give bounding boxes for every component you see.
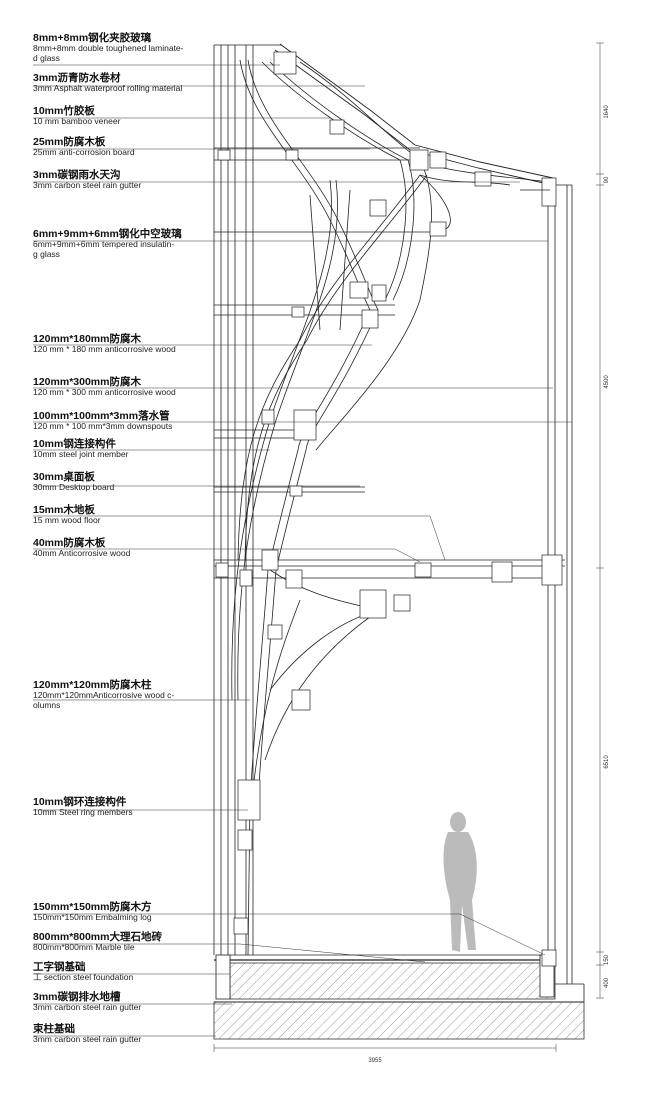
dim-4500: 4500 [604,375,610,389]
dim-90: 90 [604,176,610,183]
label-english: 3mm carbon steel rain gutter [33,180,142,190]
gutter-detail [520,177,557,207]
label-english: 150mm*150mm Embalming log [33,912,152,922]
ground-foundation [213,954,585,1040]
steel-joint-plates [215,51,563,967]
roof-glass [274,43,554,205]
label-english: 120 mm * 100 mm*3mm downspouts [33,421,173,431]
label-english: 8mm+8mm double toughened laminate- d gla… [33,43,184,63]
label-english: 10 mm bamboo veneer [33,116,121,126]
label-chinese: 25mm防腐木板 [33,136,106,148]
label-chinese: 120mm*180mm防腐木 [33,333,141,345]
label-chinese: 10mm钢连接构件 [33,438,116,450]
label-english: 3mm carbon steel rain gutter [33,1002,142,1012]
label-english: 40mm Anticorrosive wood [33,548,131,558]
label-english: 6mm+9mm+6mm tempered insulatin- g glass [33,239,175,259]
dim-400: 400 [604,977,610,988]
label-chinese: 6mm+9mm+6mm钢化中空玻璃 [33,228,182,240]
annotation-label: 工字钢基础工 section steel foundation [33,961,133,983]
dim-3955: 3955 [368,1058,382,1064]
label-english: 10mm steel joint member [33,449,129,459]
person-silhouette [443,812,477,952]
label-english: 30mm Desktop board [33,482,115,492]
label-chinese: 工字钢基础 [33,961,86,973]
label-chinese: 120mm*120mm防腐木柱 [33,679,152,691]
dim-6510: 6510 [604,755,610,769]
label-english: 120 mm * 300 mm anticorrosive wood [33,387,176,397]
label-english: 3mm Asphalt waterproof rolling material [33,83,183,93]
dimension-lines [213,42,604,1052]
label-chinese: 40mm防腐木板 [33,537,106,549]
label-chinese: 8mm+8mm钢化夹胶玻璃 [33,32,152,44]
label-chinese: 150mm*150mm防腐木方 [33,901,152,913]
dim-1640: 1640 [604,105,610,119]
label-chinese: 3mm碳钢排水地槽 [33,991,121,1003]
label-english: 120mm*120mmAnticorrosive wood c- olumns [33,690,175,710]
label-english: 25mm anti-corrosion board [33,147,135,157]
label-chinese: 100mm*100mm*3mm落水管 [33,410,170,422]
label-chinese: 3mm沥青防水卷材 [33,72,121,84]
label-chinese: 30mm桌面板 [33,471,95,483]
label-chinese: 束柱基础 [33,1023,75,1035]
leader-lines [33,64,572,1037]
label-chinese: 120mm*300mm防腐木 [33,376,141,388]
label-chinese: 800mm*800mm大理石地砖 [33,931,162,943]
label-chinese: 10mm竹胶板 [33,105,95,117]
label-chinese: 10mm钢环连接构件 [33,796,127,808]
label-english: 工 section steel foundation [33,972,134,982]
label-english: 15 mm wood floor [33,515,101,525]
label-english: 3mm carbon steel rain gutter [33,1034,142,1044]
timber-members [231,59,549,956]
dim-150: 150 [604,954,610,965]
label-english: 800mm*800mm Marble tile [33,942,135,952]
label-chinese: 15mm木地板 [33,504,95,516]
label-chinese: 3mm碳钢雨水天沟 [33,169,121,181]
label-english: 10mm Steel ring members [33,807,133,817]
dimension-values: 1640 90 4500 6510 150 400 3955 [368,105,610,1064]
label-english: 120 mm * 180 mm anticorrosive wood [33,344,176,354]
